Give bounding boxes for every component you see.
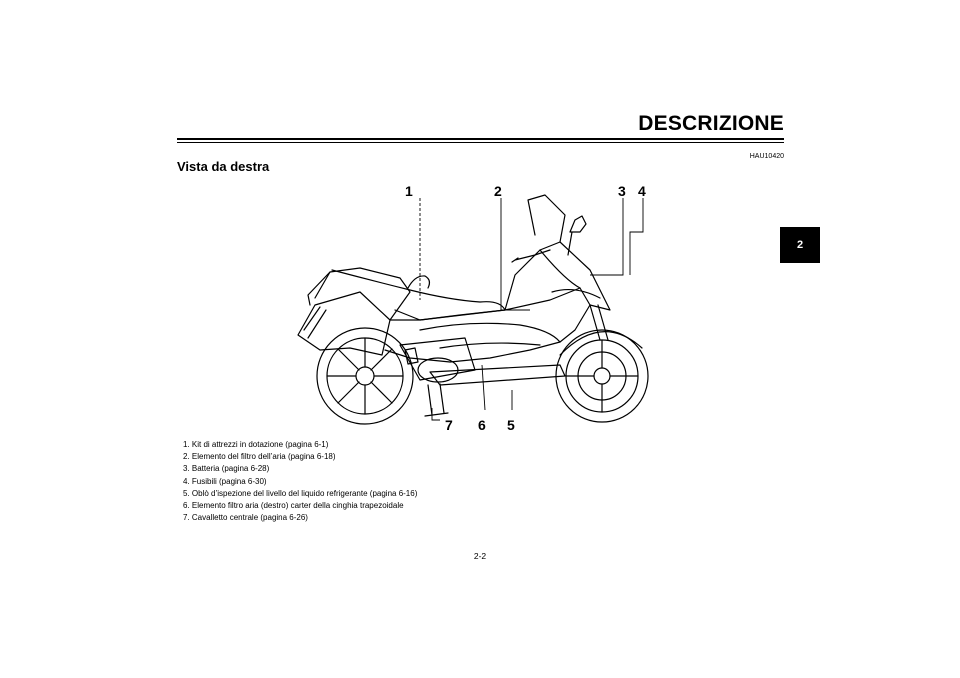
- section-heading: Vista da destra: [177, 159, 270, 174]
- callout-5: 5: [507, 417, 515, 433]
- callout-7: 7: [445, 417, 453, 433]
- belt-case: [417, 357, 459, 383]
- legend-item: 4. Fusibili (pagina 6-30): [183, 476, 267, 486]
- center-stand: [424, 383, 449, 417]
- floorboard: [429, 364, 566, 386]
- page-title: DESCRIZIONE: [638, 112, 784, 135]
- document-code: HAU10420: [749, 153, 784, 160]
- chapter-tab: 2: [780, 227, 820, 263]
- exhaust: [297, 291, 391, 356]
- legend-item: 5. Oblò d’ispezione del livello del liqu…: [183, 488, 418, 498]
- callout-3: 3: [618, 183, 626, 199]
- legend-item: 6. Elemento filtro aria (destro) carter …: [183, 501, 404, 511]
- legend-item: 3. Batteria (pagina 6-28): [183, 464, 270, 474]
- rear-tire: [316, 327, 414, 425]
- callout-2: 2: [494, 183, 502, 199]
- scooter-illustration: [297, 194, 649, 425]
- callout-1: 1: [405, 183, 413, 199]
- front-shield: [504, 241, 611, 311]
- seat: [331, 269, 506, 321]
- page-number: 2-2: [473, 551, 487, 561]
- legend-item: 1. Kit di attrezzi in dotazione (pagina …: [183, 440, 329, 449]
- callout-4: 4: [638, 183, 646, 199]
- legend-item: 2. Elemento del filtro dell’aria (pagina…: [183, 452, 336, 462]
- mirror: [567, 215, 587, 256]
- callout-6: 6: [478, 417, 486, 433]
- front-hub: [593, 367, 611, 385]
- front-tire: [555, 329, 649, 423]
- header-rule-thin: [177, 142, 784, 143]
- header-rule: [177, 138, 784, 140]
- handlebar: [511, 249, 551, 263]
- chapter-tab-label: 2: [796, 239, 804, 251]
- legend-item: 7. Cavalletto centrale (pagina 6-26): [183, 513, 308, 523]
- legend-list: 1. Kit di attrezzi in dotazione (pagina …: [183, 439, 417, 524]
- windscreen: [527, 194, 566, 243]
